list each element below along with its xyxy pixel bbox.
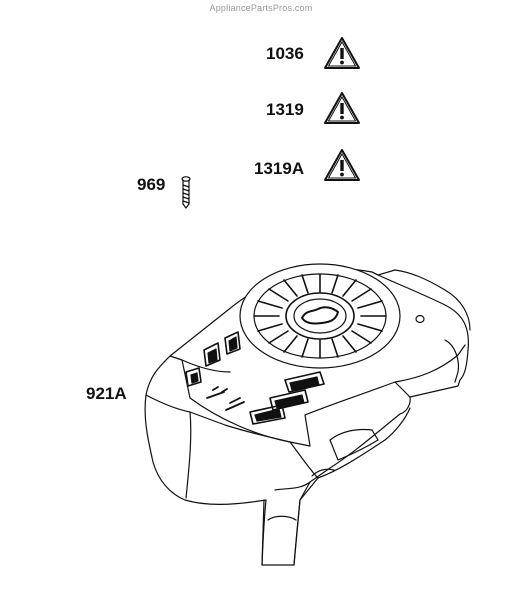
- blower-housing-cover-part[interactable]: [144, 263, 471, 566]
- callout-1319a[interactable]: 1319A: [254, 159, 305, 178]
- callout-1319[interactable]: 1319: [266, 100, 304, 119]
- watermark: AppliancePartsPros.com: [209, 3, 313, 13]
- callout-1036[interactable]: 1036: [266, 44, 304, 63]
- callout-969[interactable]: 969: [137, 175, 166, 194]
- screw-part[interactable]: [181, 176, 191, 209]
- warning-triangle-icon[interactable]: [322, 90, 362, 126]
- warning-triangle-icon[interactable]: [322, 147, 362, 183]
- warning-triangle-icon[interactable]: [322, 35, 362, 71]
- callout-921a[interactable]: 921A: [86, 384, 127, 403]
